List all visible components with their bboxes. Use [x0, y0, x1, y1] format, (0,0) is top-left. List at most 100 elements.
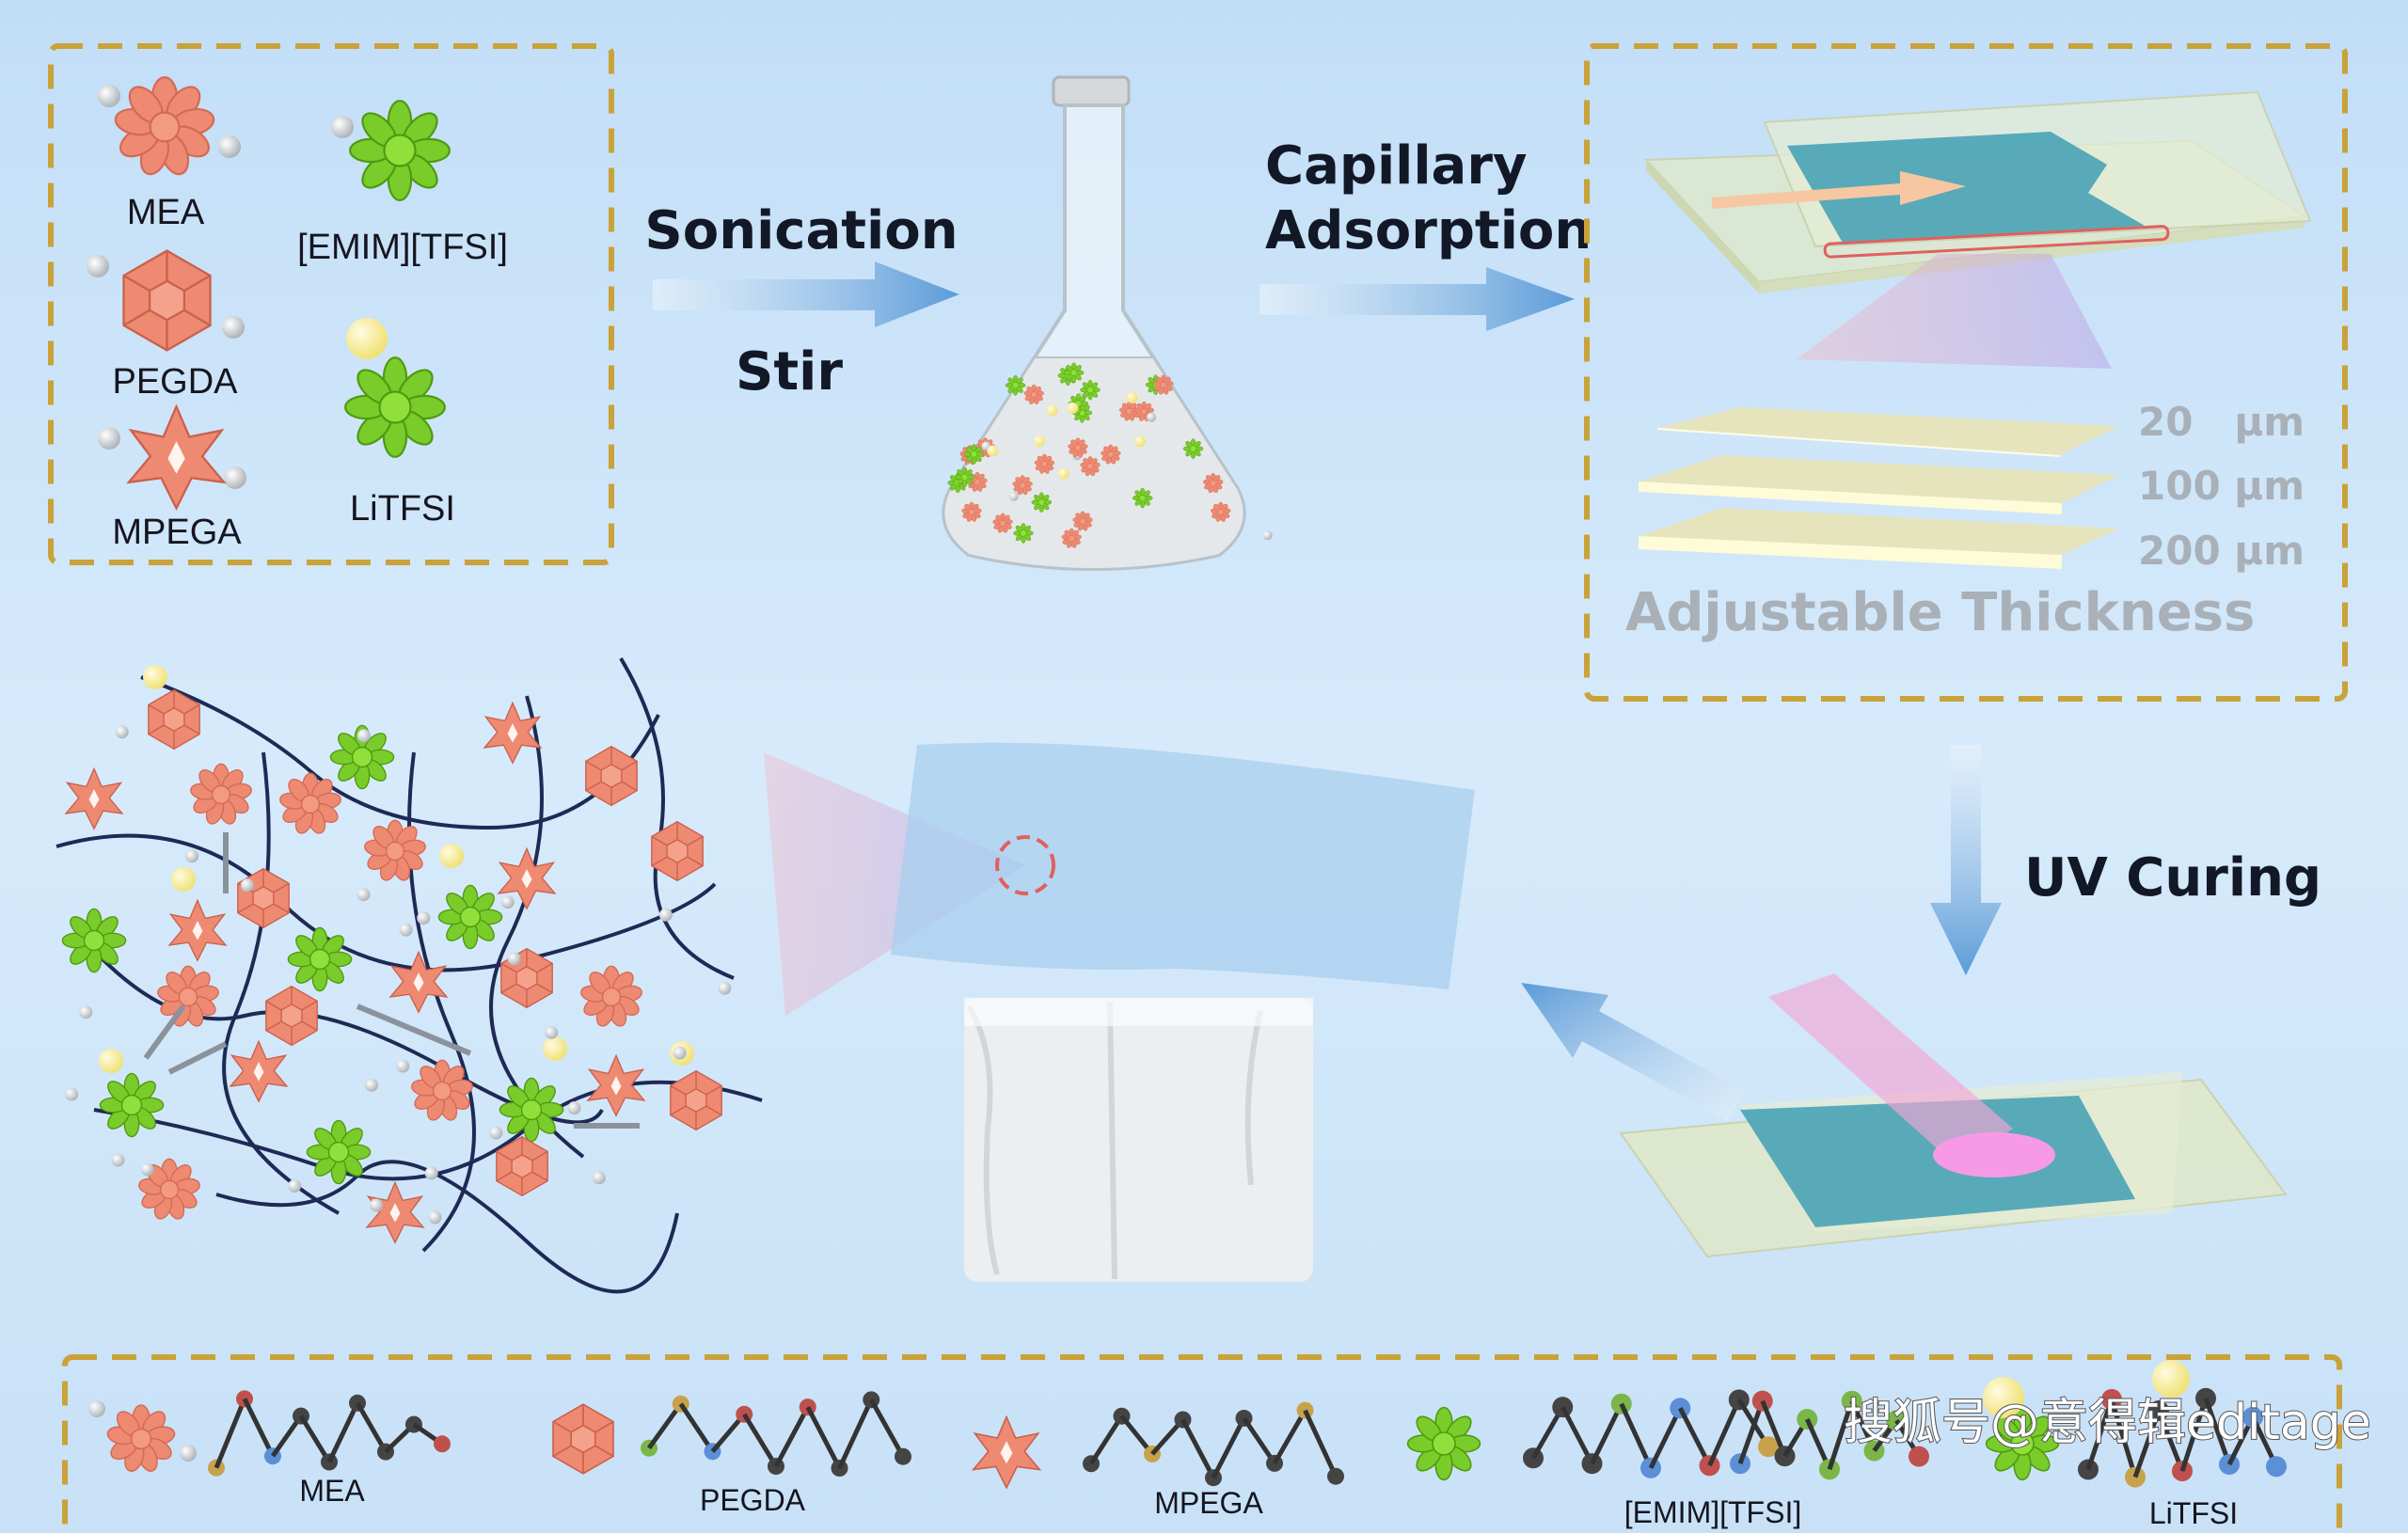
ionic-liquid-particle-icon — [1182, 438, 1204, 459]
ionic-liquid-particle-icon — [1132, 487, 1153, 509]
lithium-ion-icon — [1067, 402, 1079, 414]
initiator-particle-icon — [592, 1171, 606, 1185]
capillary-box: 20 μm 100 μm 200 μm Adjustable Thickness — [1584, 43, 2348, 702]
atom-icon — [1909, 1446, 1929, 1467]
atom-icon — [895, 1447, 911, 1465]
ionic-liquid-particle-icon — [1063, 362, 1085, 384]
bond-line — [1619, 1402, 1654, 1469]
lithium-ion-icon — [1057, 467, 1069, 480]
lithium-ion-icon — [143, 665, 167, 689]
bond-line — [646, 1402, 683, 1450]
initiator-particle-icon — [1147, 412, 1157, 422]
bond-line — [242, 1398, 276, 1458]
initiator-particle-icon — [240, 878, 254, 893]
structure-label-mpega: MPEGA — [1154, 1486, 1263, 1520]
lithium-ion-icon — [987, 445, 999, 457]
bond-line — [2179, 1398, 2209, 1472]
lithium-ion-icon — [1126, 391, 1138, 403]
structure-label-mea: MEA — [299, 1474, 365, 1508]
label-litfsi: LiTFSI — [350, 489, 455, 529]
bond-line — [1648, 1407, 1683, 1469]
initiator-particle-icon — [185, 849, 199, 863]
initiator-particle-icon — [507, 952, 521, 966]
initiator-particle-icon — [545, 1025, 559, 1039]
bond-line — [1242, 1416, 1277, 1465]
initiator-particle-icon — [399, 923, 413, 937]
emim-tfsi-molecule-icon — [349, 100, 451, 201]
lithium-ion-icon — [1046, 404, 1058, 417]
components-box: MEA [EMIM][TFSI] PEGDA LiTFSI MPEGA — [48, 43, 614, 565]
sonication-step: Sonication Stir — [644, 200, 959, 403]
bond-line — [2203, 1397, 2232, 1465]
lithium-ion-icon — [2152, 1360, 2190, 1398]
initiator-particle-icon — [88, 1400, 105, 1417]
label-stir: Stir — [736, 341, 843, 403]
lithium-ion-icon — [1033, 435, 1045, 447]
electrolyte-film — [764, 742, 1475, 1016]
adjustable-thickness-label: Adjustable Thickness — [1625, 582, 2255, 643]
atom-icon — [1758, 1436, 1779, 1458]
bond-line — [742, 1413, 779, 1468]
ionic-liquid-particle-icon — [963, 444, 985, 465]
bond-line — [1678, 1407, 1712, 1467]
initiator-particle-icon — [428, 1210, 442, 1225]
ionic-liquid-network-icon — [99, 1072, 165, 1138]
label-capillary: Capillary — [1265, 135, 1527, 197]
initiator-particle-icon — [1008, 491, 1019, 501]
right-arrow-icon — [1259, 267, 1575, 331]
bond-line — [1560, 1405, 1594, 1465]
initiator-particle-icon — [115, 725, 129, 739]
structures-box: MEA PEGDA MPEGA [EMIM][TFSI] LiTFSI — [62, 1354, 2342, 1533]
bond-line — [1088, 1414, 1124, 1465]
bond-line — [1303, 1409, 1339, 1478]
bond-line — [837, 1399, 874, 1470]
ionic-liquid-network-icon — [61, 908, 127, 973]
bond-line — [805, 1405, 842, 1470]
bond-line — [2109, 1399, 2138, 1478]
structure-label-pegda: PEGDA — [700, 1483, 806, 1517]
initiator-particle-icon — [673, 1046, 687, 1060]
capillary-step: Capillary Adsorption — [1259, 135, 1592, 331]
litfsi-molecule-icon — [344, 356, 446, 458]
label-sonication: Sonication — [644, 200, 958, 261]
ionic-liquid-particle-icon — [1031, 492, 1053, 513]
initiator-particle-icon — [500, 895, 515, 909]
ionic-liquid-network-icon — [306, 1119, 372, 1185]
initiator-particle-icon — [658, 908, 673, 922]
initiator-particle-icon — [180, 1445, 197, 1462]
film-photo — [964, 998, 1313, 1282]
lithium-ion-icon — [543, 1036, 567, 1061]
lithium-ion-icon — [99, 1049, 123, 1073]
bond-line — [298, 1414, 332, 1463]
bond-line — [1707, 1399, 1742, 1467]
bond-line — [1827, 1399, 1855, 1471]
label-emim-tfsi: [EMIM][TFSI] — [297, 228, 508, 267]
initiator-particle-icon — [111, 1153, 125, 1167]
initiator-particle-icon — [370, 1198, 384, 1212]
bond-line — [1211, 1416, 1246, 1479]
bond-line — [2085, 1399, 2115, 1471]
atom-icon — [2266, 1456, 2287, 1478]
lithium-ion-icon — [171, 867, 196, 892]
thickness-20um: 20 μm — [2138, 399, 2305, 445]
thickness-100um: 100 μm — [2138, 463, 2305, 509]
lithium-ion-icon — [1133, 435, 1146, 448]
atom-icon — [1327, 1467, 1344, 1485]
lithium-ion-icon — [1983, 1377, 2024, 1418]
uv-curing-step: UV Curing — [1930, 745, 2321, 975]
initiator-particle-icon — [424, 1166, 438, 1180]
bond-line — [1737, 1399, 1766, 1465]
bond-line — [2132, 1410, 2162, 1478]
bond-line — [2156, 1410, 2185, 1473]
ionic-liquid-network-icon — [437, 884, 503, 950]
ionic-liquid-particle-icon — [1005, 374, 1026, 396]
initiator-particle-icon — [567, 1101, 581, 1115]
bond-line — [773, 1405, 810, 1468]
up-left-arrow-icon — [1521, 983, 1745, 1121]
ionic-liquid-network-icon — [499, 1077, 564, 1143]
label-adsorption: Adsorption — [1265, 200, 1592, 261]
thickness-200um: 200 μm — [2138, 528, 2305, 574]
label-mpega: MPEGA — [112, 513, 242, 552]
flow-arrow-icon — [1712, 171, 1966, 209]
